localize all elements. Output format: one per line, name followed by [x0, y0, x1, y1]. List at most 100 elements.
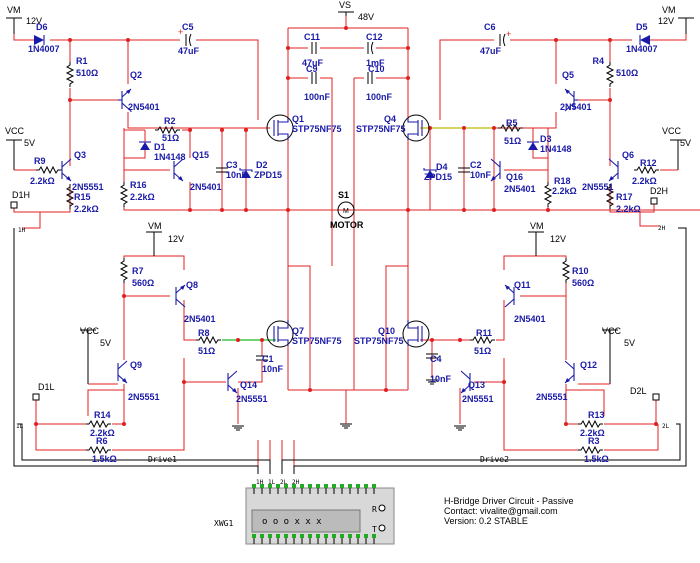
- svg-text:5V: 5V: [624, 338, 635, 348]
- svg-text:560Ω: 560Ω: [132, 278, 154, 288]
- mosfet-q1: Q1 STP75NF75: [266, 114, 342, 142]
- transistor-q12: Q12 2N5551: [536, 360, 597, 402]
- xwg1-pin: [332, 534, 336, 538]
- svg-text:VS: VS: [339, 0, 351, 10]
- svg-text:2H: 2H: [658, 225, 666, 232]
- input-d1h[interactable]: D1H 1H: [10, 190, 30, 234]
- svg-text:R5: R5: [506, 118, 518, 128]
- resistor-r11: R11 51Ω: [469, 328, 496, 356]
- svg-text:R17: R17: [616, 192, 633, 202]
- svg-text:12V: 12V: [550, 234, 566, 244]
- resistor-r5: R5 51Ω: [497, 118, 524, 146]
- xwg1-pin: [308, 484, 312, 488]
- svg-text:2N5401: 2N5401: [128, 102, 160, 112]
- xwg1-pin: [316, 534, 320, 538]
- xwg1-pin: [252, 484, 256, 488]
- svg-text:Q15: Q15: [192, 150, 209, 160]
- svg-text:C3: C3: [226, 160, 238, 170]
- svg-text:C2: C2: [470, 160, 482, 170]
- svg-text:D2: D2: [256, 160, 268, 170]
- svg-text:2.2kΩ: 2.2kΩ: [130, 192, 155, 202]
- xwg1-pin: [364, 534, 368, 538]
- supply-vm-left: VM 12V: [6, 5, 42, 34]
- xwg1-pin: [252, 534, 256, 538]
- xwg1-pin-1h: 1H: [256, 479, 264, 486]
- svg-text:2N5551: 2N5551: [236, 394, 268, 404]
- svg-text:1N4007: 1N4007: [28, 44, 60, 54]
- svg-text:R8: R8: [198, 328, 210, 338]
- svg-text:Q5: Q5: [562, 70, 574, 80]
- xwg1-pin: [324, 484, 328, 488]
- xwg1-pin: [372, 534, 376, 538]
- xwg1-pin: [292, 534, 296, 538]
- transistor-q6: Q6 2N5551: [582, 150, 634, 192]
- input-d2l[interactable]: D2L 2L: [630, 386, 670, 430]
- resistor-r1: R1 510Ω: [66, 56, 98, 88]
- transistor-q2: Q2 2N5401: [118, 70, 160, 112]
- svg-text:C9: C9: [306, 64, 318, 74]
- svg-text:STP75NF75: STP75NF75: [292, 124, 342, 134]
- xwg1-pin: [316, 484, 320, 488]
- transistor-q11: Q11 2N5401: [504, 280, 566, 324]
- svg-text:MOTOR: MOTOR: [330, 220, 364, 230]
- svg-text:10nF: 10nF: [430, 374, 452, 384]
- svg-text:D1: D1: [154, 142, 166, 152]
- svg-text:+: +: [178, 27, 183, 37]
- word-generator-xwg1[interactable]: XWG1 o o o x x x R T 1H 1L 2L 2H: [214, 479, 395, 545]
- svg-text:VCC: VCC: [662, 126, 682, 136]
- svg-text:R13: R13: [588, 410, 605, 420]
- input-d1l[interactable]: D1L 1L: [16, 382, 55, 430]
- resistor-r18: R18 2.2kΩ: [544, 176, 577, 208]
- svg-text:S1: S1: [338, 190, 349, 200]
- svg-text:R15: R15: [74, 192, 91, 202]
- svg-text:Q11: Q11: [514, 280, 531, 290]
- svg-text:VCC: VCC: [5, 126, 25, 136]
- net-label-drive1: Drive1: [148, 455, 177, 464]
- svg-text:1N4007: 1N4007: [626, 44, 658, 54]
- xwg1-pin: [300, 534, 304, 538]
- svg-text:M: M: [343, 208, 349, 215]
- svg-text:10nF: 10nF: [470, 170, 492, 180]
- supply-vm-lr: VM 12V: [528, 221, 566, 256]
- svg-text:VM: VM: [662, 5, 676, 15]
- svg-text:R10: R10: [572, 266, 589, 276]
- svg-text:47uF: 47uF: [480, 46, 502, 56]
- svg-text:R1: R1: [76, 56, 88, 66]
- svg-text:D3: D3: [540, 134, 552, 144]
- capacitor-c6: + C6 47uF: [480, 22, 511, 56]
- mosfet-q7: Q7 STP75NF75: [266, 320, 342, 348]
- svg-text:D6: D6: [36, 22, 48, 32]
- supply-vcc-lr: VCC 5V: [578, 326, 635, 385]
- resistor-r6: R6 1.5kΩ: [85, 436, 117, 464]
- resistor-r7: R7 560Ω: [120, 257, 154, 288]
- svg-text:VM: VM: [7, 5, 21, 15]
- capacitor-c9: C9 100nF: [304, 64, 331, 102]
- svg-text:D1H: D1H: [12, 190, 30, 200]
- capacitor-c5: + C5 47uF: [178, 22, 200, 56]
- svg-text:12V: 12V: [168, 234, 184, 244]
- svg-text:Q13: Q13: [468, 380, 485, 390]
- xwg1-pin: [332, 484, 336, 488]
- svg-text:2.2kΩ: 2.2kΩ: [90, 428, 115, 438]
- transistor-q8: Q8 2N5401: [124, 280, 216, 324]
- svg-text:R2: R2: [164, 116, 176, 126]
- svg-text:2N5401: 2N5401: [514, 314, 546, 324]
- resistor-r17: R17 2.2kΩ: [606, 183, 641, 214]
- svg-text:1L: 1L: [16, 423, 24, 430]
- zener-d2: D2 ZPD15: [239, 160, 282, 180]
- svg-text:D5: D5: [636, 22, 648, 32]
- svg-text:2N5551: 2N5551: [462, 394, 494, 404]
- xwg1-t-label: T: [372, 525, 377, 534]
- wires: [13, 14, 700, 474]
- svg-text:10nF: 10nF: [226, 170, 248, 180]
- supply-vcc-ll: VCC 5V: [80, 326, 118, 385]
- transistor-q16: Q16 2N5401: [490, 158, 548, 194]
- input-d2h[interactable]: D2H 2H: [650, 186, 668, 232]
- svg-text:Q14: Q14: [240, 380, 257, 390]
- resistor-r13: R13 2.2kΩ: [577, 410, 605, 438]
- svg-text:51Ω: 51Ω: [162, 133, 179, 143]
- svg-text:VM: VM: [530, 221, 544, 231]
- resistor-r3: R3 1.5kΩ: [577, 436, 609, 464]
